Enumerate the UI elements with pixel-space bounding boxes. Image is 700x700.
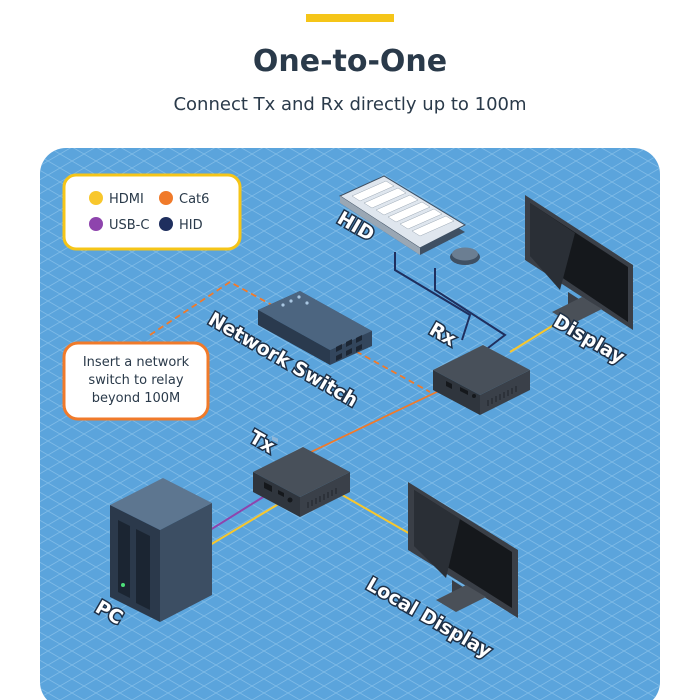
hdmi-cable-display [509, 317, 566, 353]
legend-hdmi-swatch [89, 191, 103, 205]
page-subtitle: Connect Tx and Rx directly up to 100m [173, 94, 527, 115]
legend-hid-label: HID [179, 218, 203, 233]
monitor-icon [525, 195, 633, 330]
legend: HDMI Cat6 USB-C HID [62, 173, 242, 251]
callout-box: Insert a network switch to relay beyond … [62, 341, 210, 421]
hid-cable-keyboard [394, 252, 472, 341]
hdmi-cable-pc [209, 501, 283, 546]
mouse-icon [450, 247, 480, 265]
callout-line-2: switch to relay [88, 373, 183, 388]
page-title: One-to-One [252, 44, 448, 79]
hid-cable-mouse [434, 268, 507, 349]
local-monitor-icon [408, 482, 518, 618]
callout-line-3: beyond 100M [92, 391, 181, 406]
legend-hdmi-label: HDMI [109, 192, 144, 207]
rx-extender-box-icon [433, 345, 530, 415]
network-switch-icon [258, 291, 372, 443]
cables [149, 252, 566, 546]
keyboard-icon [338, 175, 467, 255]
callout-line-1: Insert a network [83, 355, 190, 370]
cat6-cable [289, 387, 446, 463]
accent-bar [306, 14, 394, 22]
legend-usbc-swatch [89, 217, 103, 231]
legend-hid-swatch [159, 217, 173, 231]
legend-cat6-swatch [159, 191, 173, 205]
hdmi-cable-local [329, 487, 413, 536]
usbc-cable [209, 493, 269, 531]
pc-tower-icon [110, 478, 212, 622]
legend-cat6-label: Cat6 [179, 192, 209, 207]
legend-usbc-label: USB-C [109, 218, 149, 233]
tx-extender-box-icon [253, 447, 350, 517]
cat6-dashed-cable [149, 280, 431, 393]
